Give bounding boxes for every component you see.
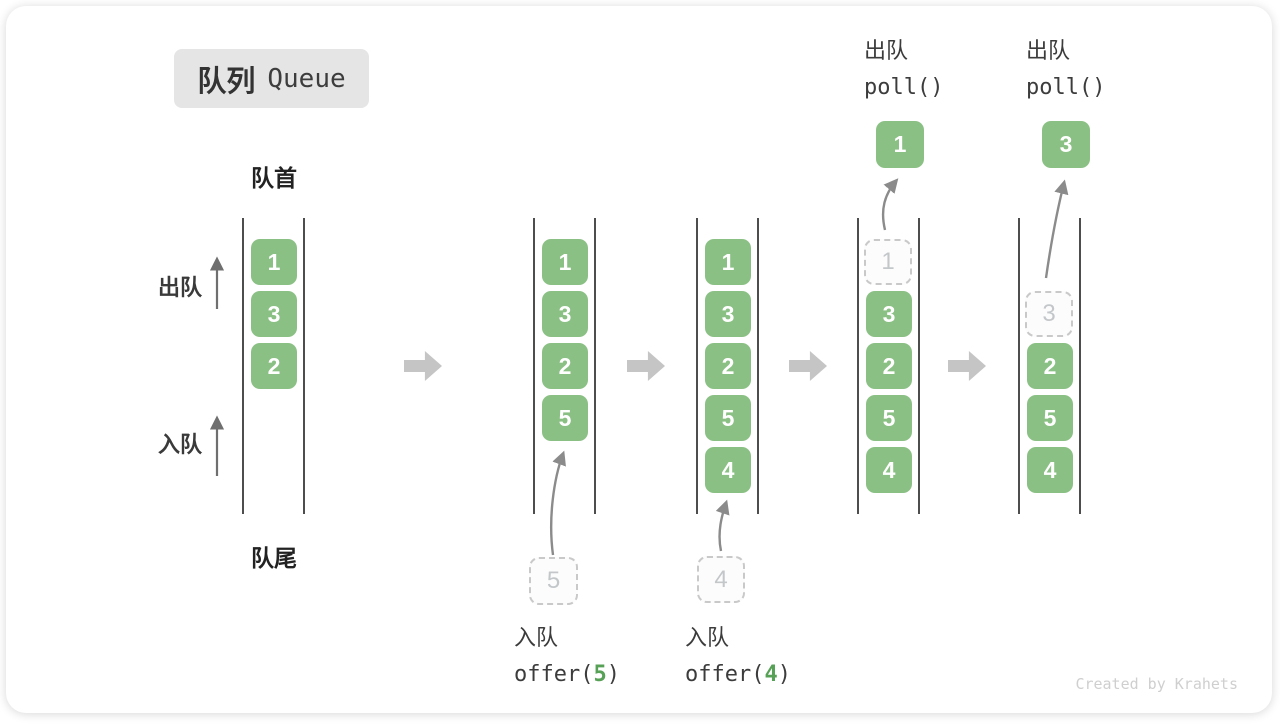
- caption-code: offer(5): [514, 662, 620, 687]
- queue-item-box: 2: [1027, 343, 1073, 389]
- queue-column-3: 1 3 2 5 4: [696, 218, 759, 514]
- queue-item-box: 1: [705, 239, 751, 285]
- queue-item-box: 3: [251, 291, 297, 337]
- label-dequeue: 出队: [158, 275, 203, 300]
- flow-arrow-icon: [789, 351, 827, 381]
- queue-column-4: 1 3 2 5 4: [857, 218, 920, 514]
- title-zh: 队列: [197, 65, 256, 98]
- caption-code: poll(): [1026, 75, 1106, 100]
- flow-arrow-icon: [948, 351, 986, 381]
- incoming-item-box: 4: [697, 556, 745, 603]
- queue-column-1: 1 3 2: [242, 218, 305, 514]
- incoming-item-box: 5: [529, 557, 578, 605]
- queue-item-box: 3: [542, 291, 588, 337]
- outgoing-item-box: 3: [1042, 121, 1090, 168]
- queue-item-box: 4: [705, 447, 751, 493]
- queue-item-box: 1: [251, 239, 297, 285]
- queue-item-box: 5: [1027, 395, 1073, 441]
- outgoing-item-box: 1: [876, 121, 924, 168]
- watermark: Created by Krahets: [1075, 675, 1238, 693]
- queue-item-box: 3: [705, 291, 751, 337]
- caption-enqueue-offer4: 入队 offer(4): [685, 619, 791, 693]
- caption-action: 入队: [685, 625, 730, 650]
- caption-code: poll(): [864, 75, 944, 100]
- title-en: Queue: [267, 63, 346, 94]
- queue-item-box: 2: [542, 343, 588, 389]
- title-badge: 队列 Queue: [174, 49, 369, 108]
- caption-dequeue-poll-1: 出队 poll(): [864, 32, 943, 106]
- queue-column-5: 3 2 5 4: [1018, 218, 1081, 514]
- caption-action: 入队: [514, 625, 559, 650]
- diagram-card: 队列 Queue 队首 队尾 出队 入队 1 3 2 1 3 2 5 1 3 2 5 4 1 3 2 5…: [6, 6, 1272, 713]
- queue-item-box: 4: [1027, 447, 1073, 493]
- queue-item-dashed-box: 3: [1025, 291, 1073, 337]
- flow-arrow-icon: [404, 351, 442, 381]
- label-queue-rear: 队尾: [251, 545, 297, 571]
- queue-item-box: 1: [542, 239, 588, 285]
- caption-action: 出队: [1026, 38, 1071, 63]
- label-queue-front: 队首: [251, 165, 297, 191]
- flow-arrow-icon: [627, 351, 665, 381]
- queue-column-2: 1 3 2 5: [533, 218, 596, 514]
- queue-item-box: 2: [866, 343, 912, 389]
- queue-item-box: 2: [705, 343, 751, 389]
- queue-item-dashed-box: 1: [864, 239, 912, 285]
- caption-enqueue-offer5: 入队 offer(5): [514, 619, 620, 693]
- queue-item-box: 5: [542, 395, 588, 441]
- queue-item-box: 5: [866, 395, 912, 441]
- caption-code: offer(4): [685, 662, 791, 687]
- queue-item-box: 5: [705, 395, 751, 441]
- queue-item-box: 4: [866, 447, 912, 493]
- label-enqueue: 入队: [158, 432, 203, 457]
- queue-item-box: 3: [866, 291, 912, 337]
- caption-action: 出队: [864, 38, 909, 63]
- caption-dequeue-poll-3: 出队 poll(): [1026, 32, 1105, 106]
- queue-item-box: 2: [251, 343, 297, 389]
